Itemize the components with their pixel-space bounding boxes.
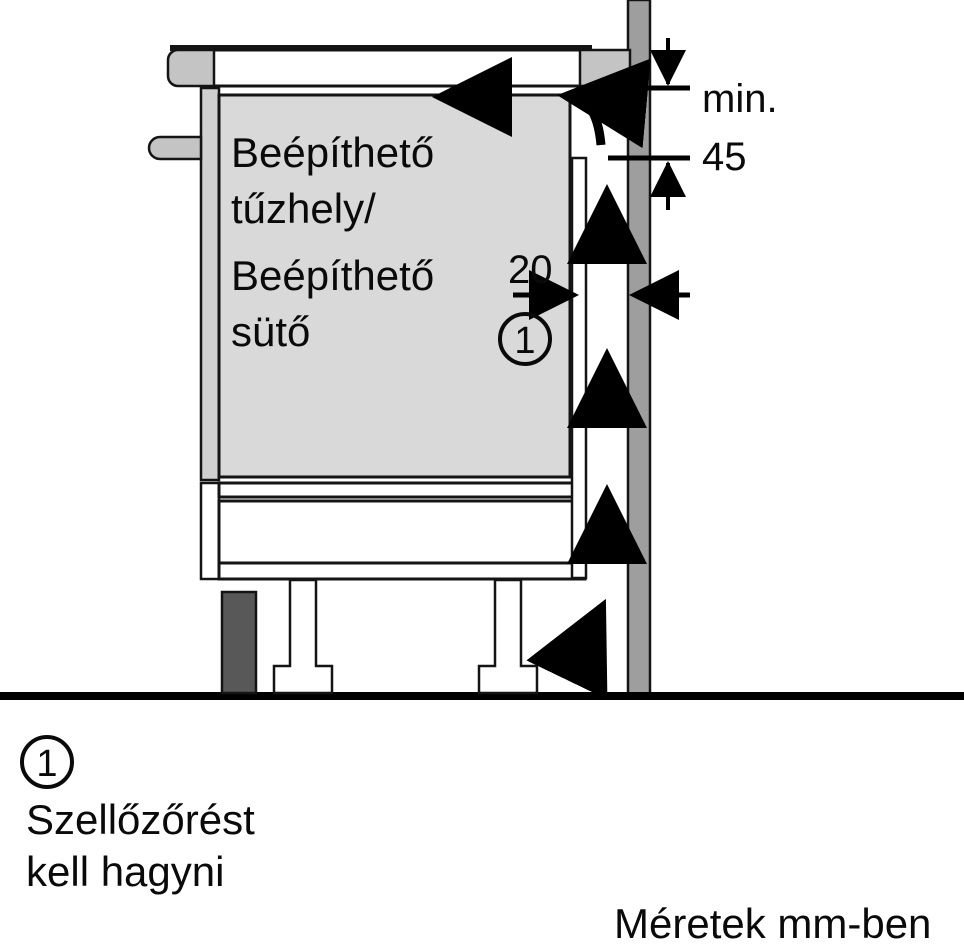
dimension-gap-20: 20 — [508, 248, 690, 320]
footnote-block: Méretek mm-ben — [614, 900, 931, 947]
callout-marker-1-label: 1 — [514, 320, 535, 362]
appliance-lower-body — [217, 481, 587, 581]
dimension-gap-20-label: 20 — [508, 248, 553, 292]
airflow-curved-arrow-bottom — [526, 598, 608, 700]
appliance-foot — [272, 578, 334, 695]
appliance-rear-panel — [570, 156, 588, 580]
handle-knob-icon — [147, 135, 203, 161]
worktop — [166, 45, 632, 88]
legend-block: 1 Szellőzőrést kell hagyni — [20, 735, 255, 895]
appliance-cavity — [217, 93, 572, 479]
legend-line1: Szellőzőrést — [26, 796, 255, 843]
airflow-curved-arrow-top — [557, 58, 651, 149]
dimension-min-45-line2: 45 — [702, 135, 747, 179]
appliance-label-line4: sütő — [231, 308, 310, 355]
wall-column — [626, 0, 652, 699]
callout-marker-1: 1 — [498, 312, 552, 366]
dimension-min-45: min. 45 — [608, 38, 778, 210]
footnote-text: Méretek mm-ben — [614, 900, 931, 947]
appliance-front-panel — [147, 86, 221, 581]
appliance-label-line1: Beépíthető — [231, 129, 434, 176]
appliance-label-line2: tűzhely/ — [231, 185, 376, 232]
appliance-label-block: Beépíthető tűzhely/ Beépíthető sütő — [231, 129, 434, 355]
appliance-label-line3: Beépíthető — [231, 252, 434, 299]
dimension-min-45-line1: min. — [702, 77, 778, 121]
legend-marker-circle — [20, 735, 74, 789]
legend-line2: kell hagyni — [26, 848, 224, 895]
floor-line — [0, 692, 964, 700]
appliance-foot — [477, 578, 539, 695]
legend-marker-label: 1 — [36, 743, 57, 785]
plinth-block — [220, 590, 258, 695]
